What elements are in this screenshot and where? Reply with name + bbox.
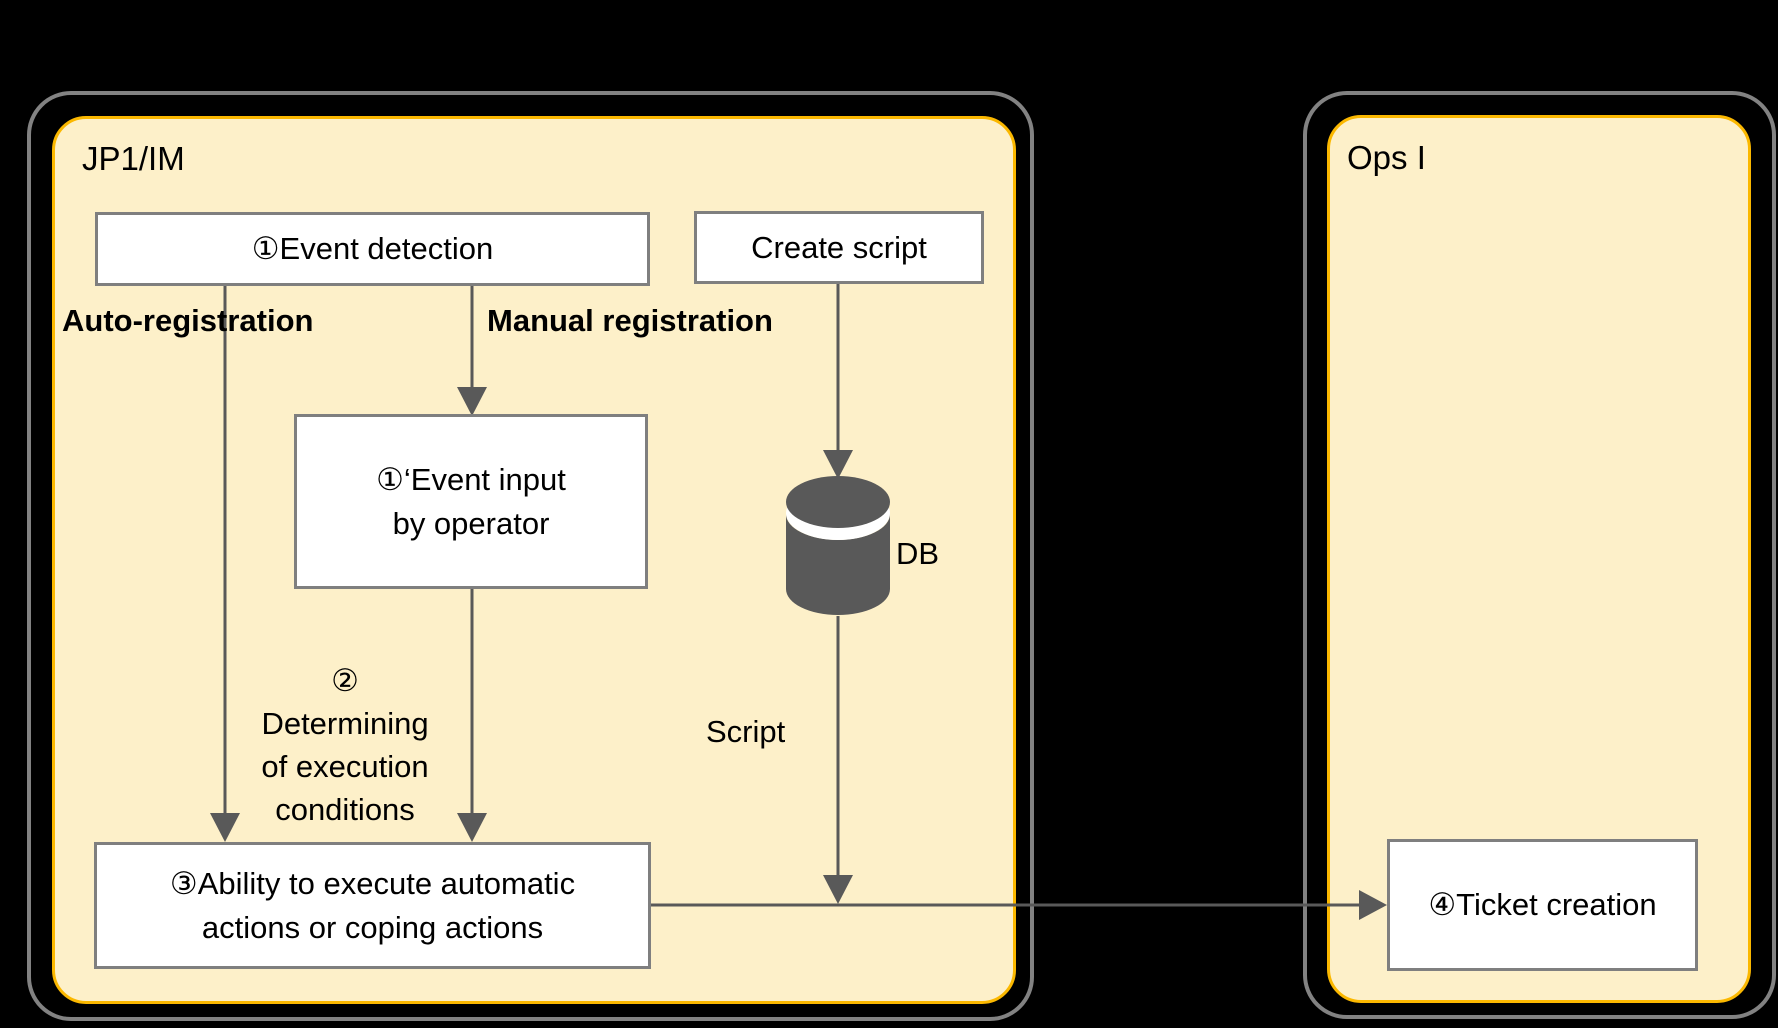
- auto-registration-label: Auto-registration: [62, 303, 314, 338]
- event-detection-label: ①Event detection: [251, 231, 494, 266]
- ticket-creation-label: ④Ticket creation: [1428, 887, 1657, 922]
- ticket-creation-box: ④Ticket creation: [1387, 839, 1698, 971]
- manual-registration-label: Manual registration: [487, 303, 773, 338]
- ops-panel-title: Ops I: [1347, 139, 1426, 176]
- ability-label: ③Ability to execute automatic actions or…: [169, 865, 576, 945]
- script-label: Script: [706, 714, 786, 749]
- determining-conditions-label: ② Determining of execution conditions: [261, 663, 429, 827]
- create-script-label: Create script: [751, 229, 927, 265]
- event-input-label: ①‘Event input by operator: [376, 461, 566, 541]
- event-detection-box: ①Event detection: [95, 212, 650, 286]
- ability-box: ③Ability to execute automatic actions or…: [94, 842, 651, 969]
- event-input-box: ①‘Event input by operator: [294, 414, 648, 589]
- jp1im-panel-title: JP1/IM: [82, 140, 185, 177]
- create-script-box: Create script: [694, 211, 984, 284]
- db-label: DB: [896, 536, 940, 571]
